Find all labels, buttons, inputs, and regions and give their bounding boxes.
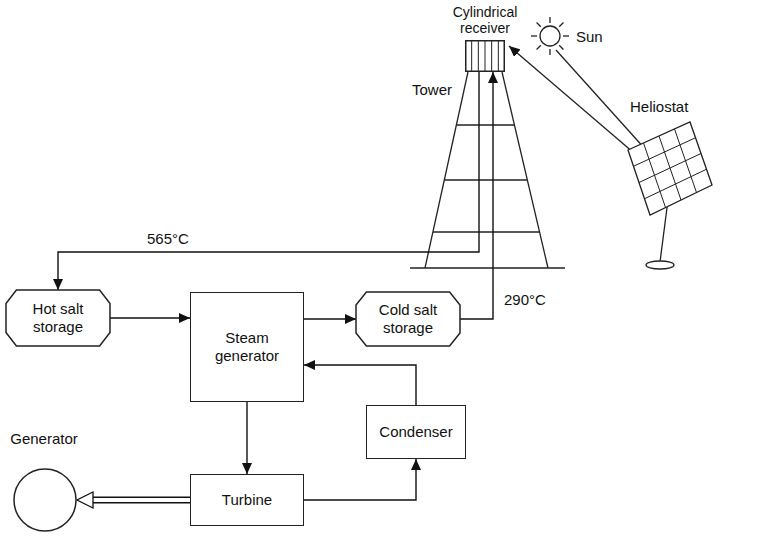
node-text: Generator (10, 430, 78, 448)
process-box: Turbine (190, 474, 304, 526)
shaft-inner (90, 498, 190, 502)
sun-symbol (531, 17, 569, 55)
node-text: Cylindrical receiver (430, 4, 540, 36)
flow-line (304, 318, 356, 319)
process-box: Condenser (366, 405, 466, 459)
temperature-label: 290°C (502, 292, 548, 309)
temperature-label: 565°C (145, 231, 191, 248)
sun-label: Sun (574, 29, 605, 46)
flow-line (246, 402, 247, 474)
heliostat-symbol (628, 122, 712, 269)
node-text: Turbine (222, 491, 272, 509)
storage-tank: Hot salt storage (6, 290, 110, 346)
flow-line (304, 459, 416, 500)
flow-arrow (58, 72, 479, 290)
tower-label: Tower (410, 82, 454, 99)
flow-line (460, 72, 493, 319)
flow-arrow (304, 319, 356, 320)
storage-tank: Cold salt storage (356, 292, 460, 346)
flow-arrow (304, 365, 416, 405)
flow-arrow (304, 459, 416, 500)
heliostat-label: Heliostat (628, 99, 690, 116)
flow-arrow (460, 72, 493, 319)
generator-circle (13, 468, 77, 532)
receiver-node: Cylindrical receiver (430, 4, 540, 72)
shaft-outer (90, 497, 190, 504)
flow-line (304, 365, 416, 405)
node-text: Hot salt storage (12, 300, 104, 336)
flow-line (110, 317, 190, 318)
shaft-arrow (90, 500, 190, 501)
node-text: Condenser (379, 423, 452, 441)
flow-arrow (110, 318, 190, 319)
tower (410, 72, 565, 268)
node-text: Cold salt storage (362, 301, 454, 337)
process-box: Steam generator (190, 292, 304, 402)
receiver-cylinder (465, 40, 505, 72)
node-text: Steam generator (197, 329, 297, 365)
flow-line (58, 72, 479, 290)
generator-node: Generator (6, 430, 82, 534)
flow-arrow (247, 402, 248, 474)
